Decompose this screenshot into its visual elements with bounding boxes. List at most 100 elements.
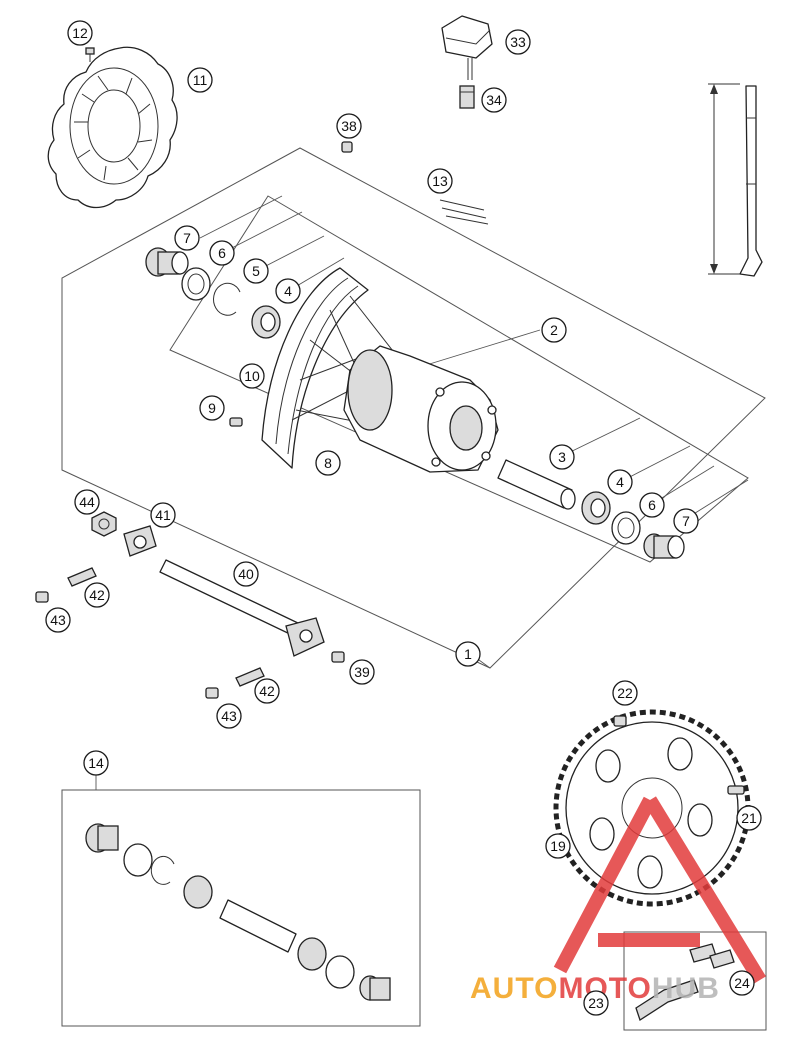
callout-number: 22 [617, 685, 633, 701]
callout-c7a: 7 [174, 225, 200, 251]
callout-c12: 12 [67, 20, 93, 46]
callout-number: 42 [89, 587, 105, 603]
seal-6-right [611, 511, 641, 545]
callout-c6b: 6 [639, 492, 665, 518]
callout-number: 24 [734, 975, 750, 991]
callout-number: 6 [218, 245, 226, 261]
bearing-4-right [581, 491, 611, 525]
callout-number: 4 [284, 283, 292, 299]
chain-link-24 [689, 943, 735, 969]
callout-c19: 19 [545, 833, 571, 859]
callout-number: 34 [486, 92, 502, 108]
callout-c39: 39 [349, 659, 375, 685]
bearing-4-left [251, 305, 281, 339]
adjuster-screw-42b [235, 667, 265, 687]
callout-c11: 11 [187, 67, 213, 93]
callout-number: 4 [616, 474, 624, 490]
callout-number: 2 [550, 322, 558, 338]
callout-number: 40 [238, 566, 254, 582]
callout-c42a: 42 [84, 582, 110, 608]
axle-40 [159, 559, 325, 657]
callout-number: 5 [252, 263, 260, 279]
callout-number: 1 [464, 646, 472, 662]
callout-c4a: 4 [275, 278, 301, 304]
callout-c9: 9 [199, 395, 225, 421]
callout-c7b: 7 [673, 508, 699, 534]
callout-c8: 8 [315, 450, 341, 476]
callout-number: 42 [259, 683, 275, 699]
spacer-sleeve-3 [497, 459, 576, 510]
callout-c23: 23 [583, 990, 609, 1016]
callout-c41: 41 [150, 502, 176, 528]
hub [343, 345, 499, 473]
callout-c22: 22 [612, 680, 638, 706]
callout-number: 12 [72, 25, 88, 41]
seal-6-left [181, 267, 211, 301]
callout-c40: 40 [233, 561, 259, 587]
watermark-logo [553, 796, 766, 984]
callout-number: 23 [588, 995, 604, 1011]
nut-43a [35, 591, 49, 603]
callout-number: 7 [682, 513, 690, 529]
chain-23 [635, 979, 699, 1021]
callout-number: 39 [354, 664, 370, 680]
callout-number: 21 [741, 810, 757, 826]
wheel-assembly-frame [61, 147, 766, 669]
callout-c1: 1 [455, 641, 481, 667]
callout-c38: 38 [336, 113, 362, 139]
callout-c44: 44 [74, 489, 100, 515]
brake-disc [47, 46, 178, 209]
adjuster-screw-42a [67, 567, 97, 587]
callout-c24: 24 [729, 970, 755, 996]
callout-number: 9 [208, 400, 216, 416]
callout-number: 38 [341, 118, 357, 134]
callout-c34: 34 [481, 87, 507, 113]
chain-adjuster-41 [123, 525, 157, 557]
callout-c5: 5 [243, 258, 269, 284]
screw-39 [331, 651, 345, 663]
callout-c21: 21 [736, 805, 762, 831]
callout-c3: 3 [549, 444, 575, 470]
callout-c4b: 4 [607, 469, 633, 495]
spacer-7-right [643, 533, 685, 559]
rim-lock-33 [441, 15, 493, 80]
hub-parts-box-14 [61, 789, 421, 1027]
disc-screw [85, 47, 95, 62]
callout-number: 8 [324, 455, 332, 471]
callout-number: 41 [155, 507, 171, 523]
callout-c6a: 6 [209, 240, 235, 266]
bolt-21 [727, 785, 745, 795]
nut-43b [205, 687, 219, 699]
svg-text:AUTOMOTOHUB: AUTOMOTOHUB [470, 972, 720, 1005]
callout-number: 7 [183, 230, 191, 246]
callout-c14: 14 [83, 750, 109, 776]
callout-number: 43 [50, 612, 66, 628]
callout-number: 11 [193, 72, 208, 88]
nut-44 [91, 511, 117, 537]
callout-number: 14 [88, 755, 104, 771]
watermark-text-hub: HUB [652, 972, 720, 1005]
callout-c33: 33 [505, 29, 531, 55]
nut-22 [613, 715, 627, 727]
watermark-text-auto: AUTO [470, 972, 558, 1005]
chain-box [623, 931, 767, 1031]
callout-c10: 10 [239, 363, 265, 389]
callout-c2: 2 [541, 317, 567, 343]
callout-number: 3 [558, 449, 566, 465]
callout-number: 44 [79, 494, 95, 510]
part-38 [341, 141, 353, 153]
callout-c42b: 42 [254, 678, 280, 704]
spacer-7-left [145, 247, 189, 277]
bolt-9 [229, 417, 243, 427]
callout-number: 19 [550, 838, 566, 854]
spoke-nipple-13 [439, 199, 489, 225]
callout-number: 33 [510, 34, 526, 50]
callout-number: 10 [244, 368, 260, 384]
valve-34 [459, 85, 475, 109]
watermark: AUTOMOTOHUB [470, 796, 766, 1005]
callout-c43a: 43 [45, 607, 71, 633]
callout-number: 13 [432, 173, 448, 189]
callout-c13: 13 [427, 168, 453, 194]
circlip-5 [213, 282, 241, 316]
